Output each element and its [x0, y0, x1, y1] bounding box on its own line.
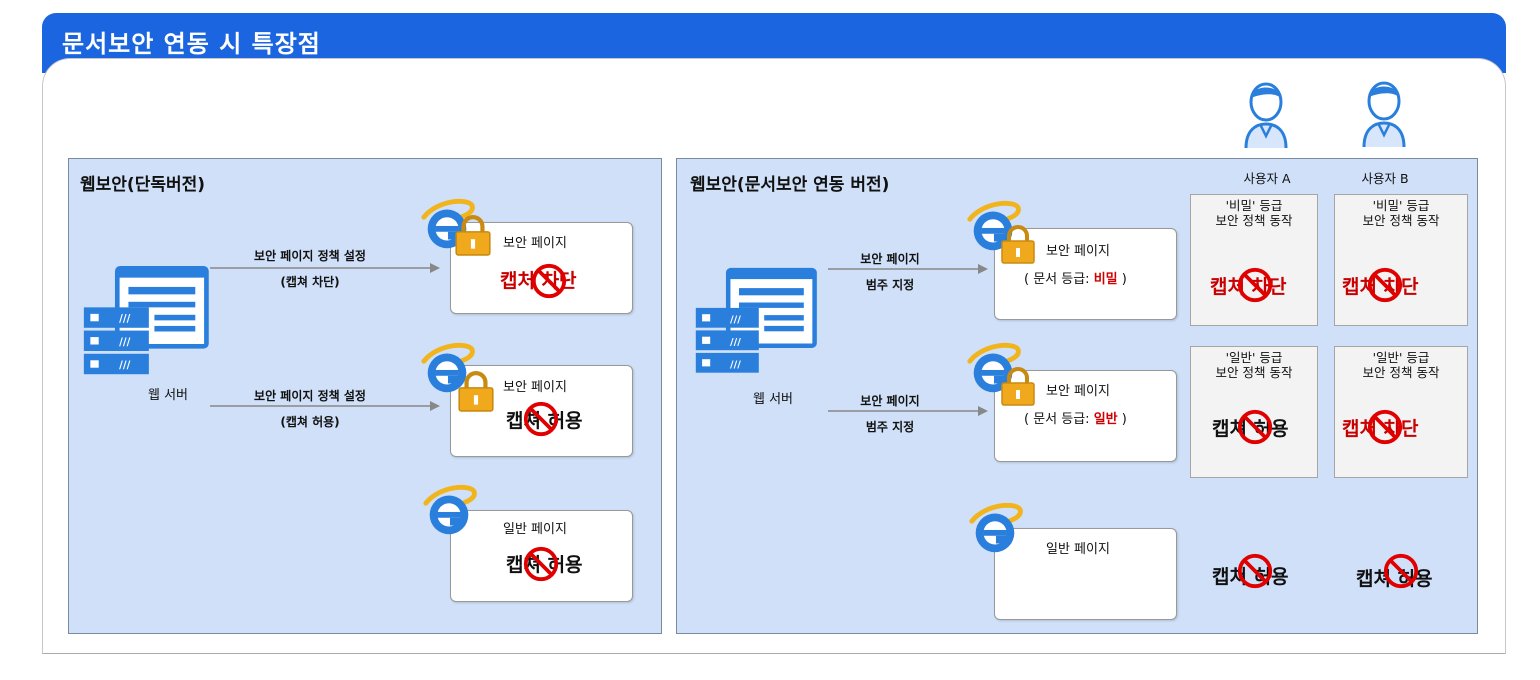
policy-doc: [1334, 346, 1468, 478]
left-page-1-result: 캡처 차단: [500, 270, 577, 292]
left-page-3-title: 일반 페이지: [503, 522, 567, 537]
ie-icon: [420, 482, 478, 540]
right-arrow-2-line2: 범주 지정: [865, 420, 915, 434]
user-a-avatar: [1236, 78, 1296, 148]
ie-icon: [966, 500, 1024, 558]
right-arrow-1-label: 보안 페이지 범주 지정: [830, 246, 950, 298]
left-arrow-2-line2: (캡쳐 허용): [280, 415, 340, 429]
no-capture-icon: [530, 262, 568, 300]
right-arrow-2: [828, 406, 988, 416]
policy-doc: [1190, 194, 1318, 326]
left-arrow-1: [210, 263, 440, 273]
right-page-2-title: 보안 페이지: [1046, 384, 1110, 399]
header-title: 문서보안 연동 시 특장점: [62, 30, 321, 58]
doc-4-title: '일반' 등급 보안 정책 동작: [1362, 350, 1440, 380]
left-page-1-title: 보안 페이지: [503, 236, 567, 251]
right-panel-title: 웹보안(문서보안 연동 버전): [690, 175, 890, 195]
no-capture-icon: [1236, 266, 1274, 304]
user-b-avatar: [1354, 76, 1414, 148]
user-a-label: 사용자 A: [1243, 171, 1291, 186]
lock-icon: [452, 214, 494, 256]
right-page-1-title: 보안 페이지: [1046, 244, 1110, 259]
server-icon: [82, 264, 212, 386]
no-capture-icon: [522, 545, 560, 583]
left-arrow-1-line2: (캡쳐 차단): [280, 275, 340, 289]
server-icon: [694, 266, 820, 384]
plain-result-b: 캡쳐 허용: [1356, 568, 1433, 590]
no-capture-icon: [522, 400, 560, 438]
no-capture-icon: [1382, 552, 1420, 590]
left-page-2-title: 보안 페이지: [503, 380, 567, 395]
left-arrow-1-line1: 보안 페이지 정책 설정: [254, 249, 366, 263]
doc-2-title: '비밀' 등급 보안 정책 동작: [1362, 198, 1440, 228]
no-capture-icon: [1236, 552, 1274, 590]
left-page-box-2: [450, 365, 633, 457]
right-arrow-2-label: 보안 페이지 범주 지정: [830, 388, 950, 440]
right-page-3-title: 일반 페이지: [1046, 542, 1110, 557]
right-page-1-grade: ( 문서 등급: 비밀 ): [1024, 272, 1127, 287]
right-arrow-1: [828, 264, 988, 274]
left-panel-title: 웹보안(단독버전): [80, 175, 206, 195]
right-arrow-1-line1: 보안 페이지: [860, 252, 920, 266]
lock-icon: [998, 366, 1038, 406]
no-capture-icon: [1366, 408, 1404, 446]
user-b-label: 사용자 B: [1361, 171, 1409, 186]
no-capture-icon: [1366, 266, 1404, 304]
doc-1-title: '비밀' 등급 보안 정책 동작: [1215, 198, 1293, 228]
doc-3-title: '일반' 등급 보안 정책 동작: [1215, 350, 1293, 380]
right-arrow-2-line1: 보안 페이지: [860, 394, 920, 408]
lock-icon: [455, 370, 497, 412]
left-arrow-2-line1: 보안 페이지 정책 설정: [254, 389, 366, 403]
right-server-label: 웹 서버: [753, 392, 794, 407]
right-page-box-3: [994, 528, 1177, 620]
lock-icon: [998, 224, 1038, 264]
left-arrow-2: [210, 401, 440, 411]
left-arrow-2-label: 보안 페이지 정책 설정 (캡쳐 허용): [230, 383, 390, 435]
left-server-label: 웹 서버: [148, 388, 189, 403]
left-arrow-1-label: 보안 페이지 정책 설정 (캡쳐 차단): [230, 243, 390, 295]
no-capture-icon: [1236, 408, 1274, 446]
right-page-2-grade: ( 문서 등급: 일반 ): [1024, 412, 1127, 427]
left-page-box-3: [450, 510, 633, 602]
right-arrow-1-line2: 범주 지정: [865, 278, 915, 292]
policy-doc: [1334, 194, 1468, 326]
